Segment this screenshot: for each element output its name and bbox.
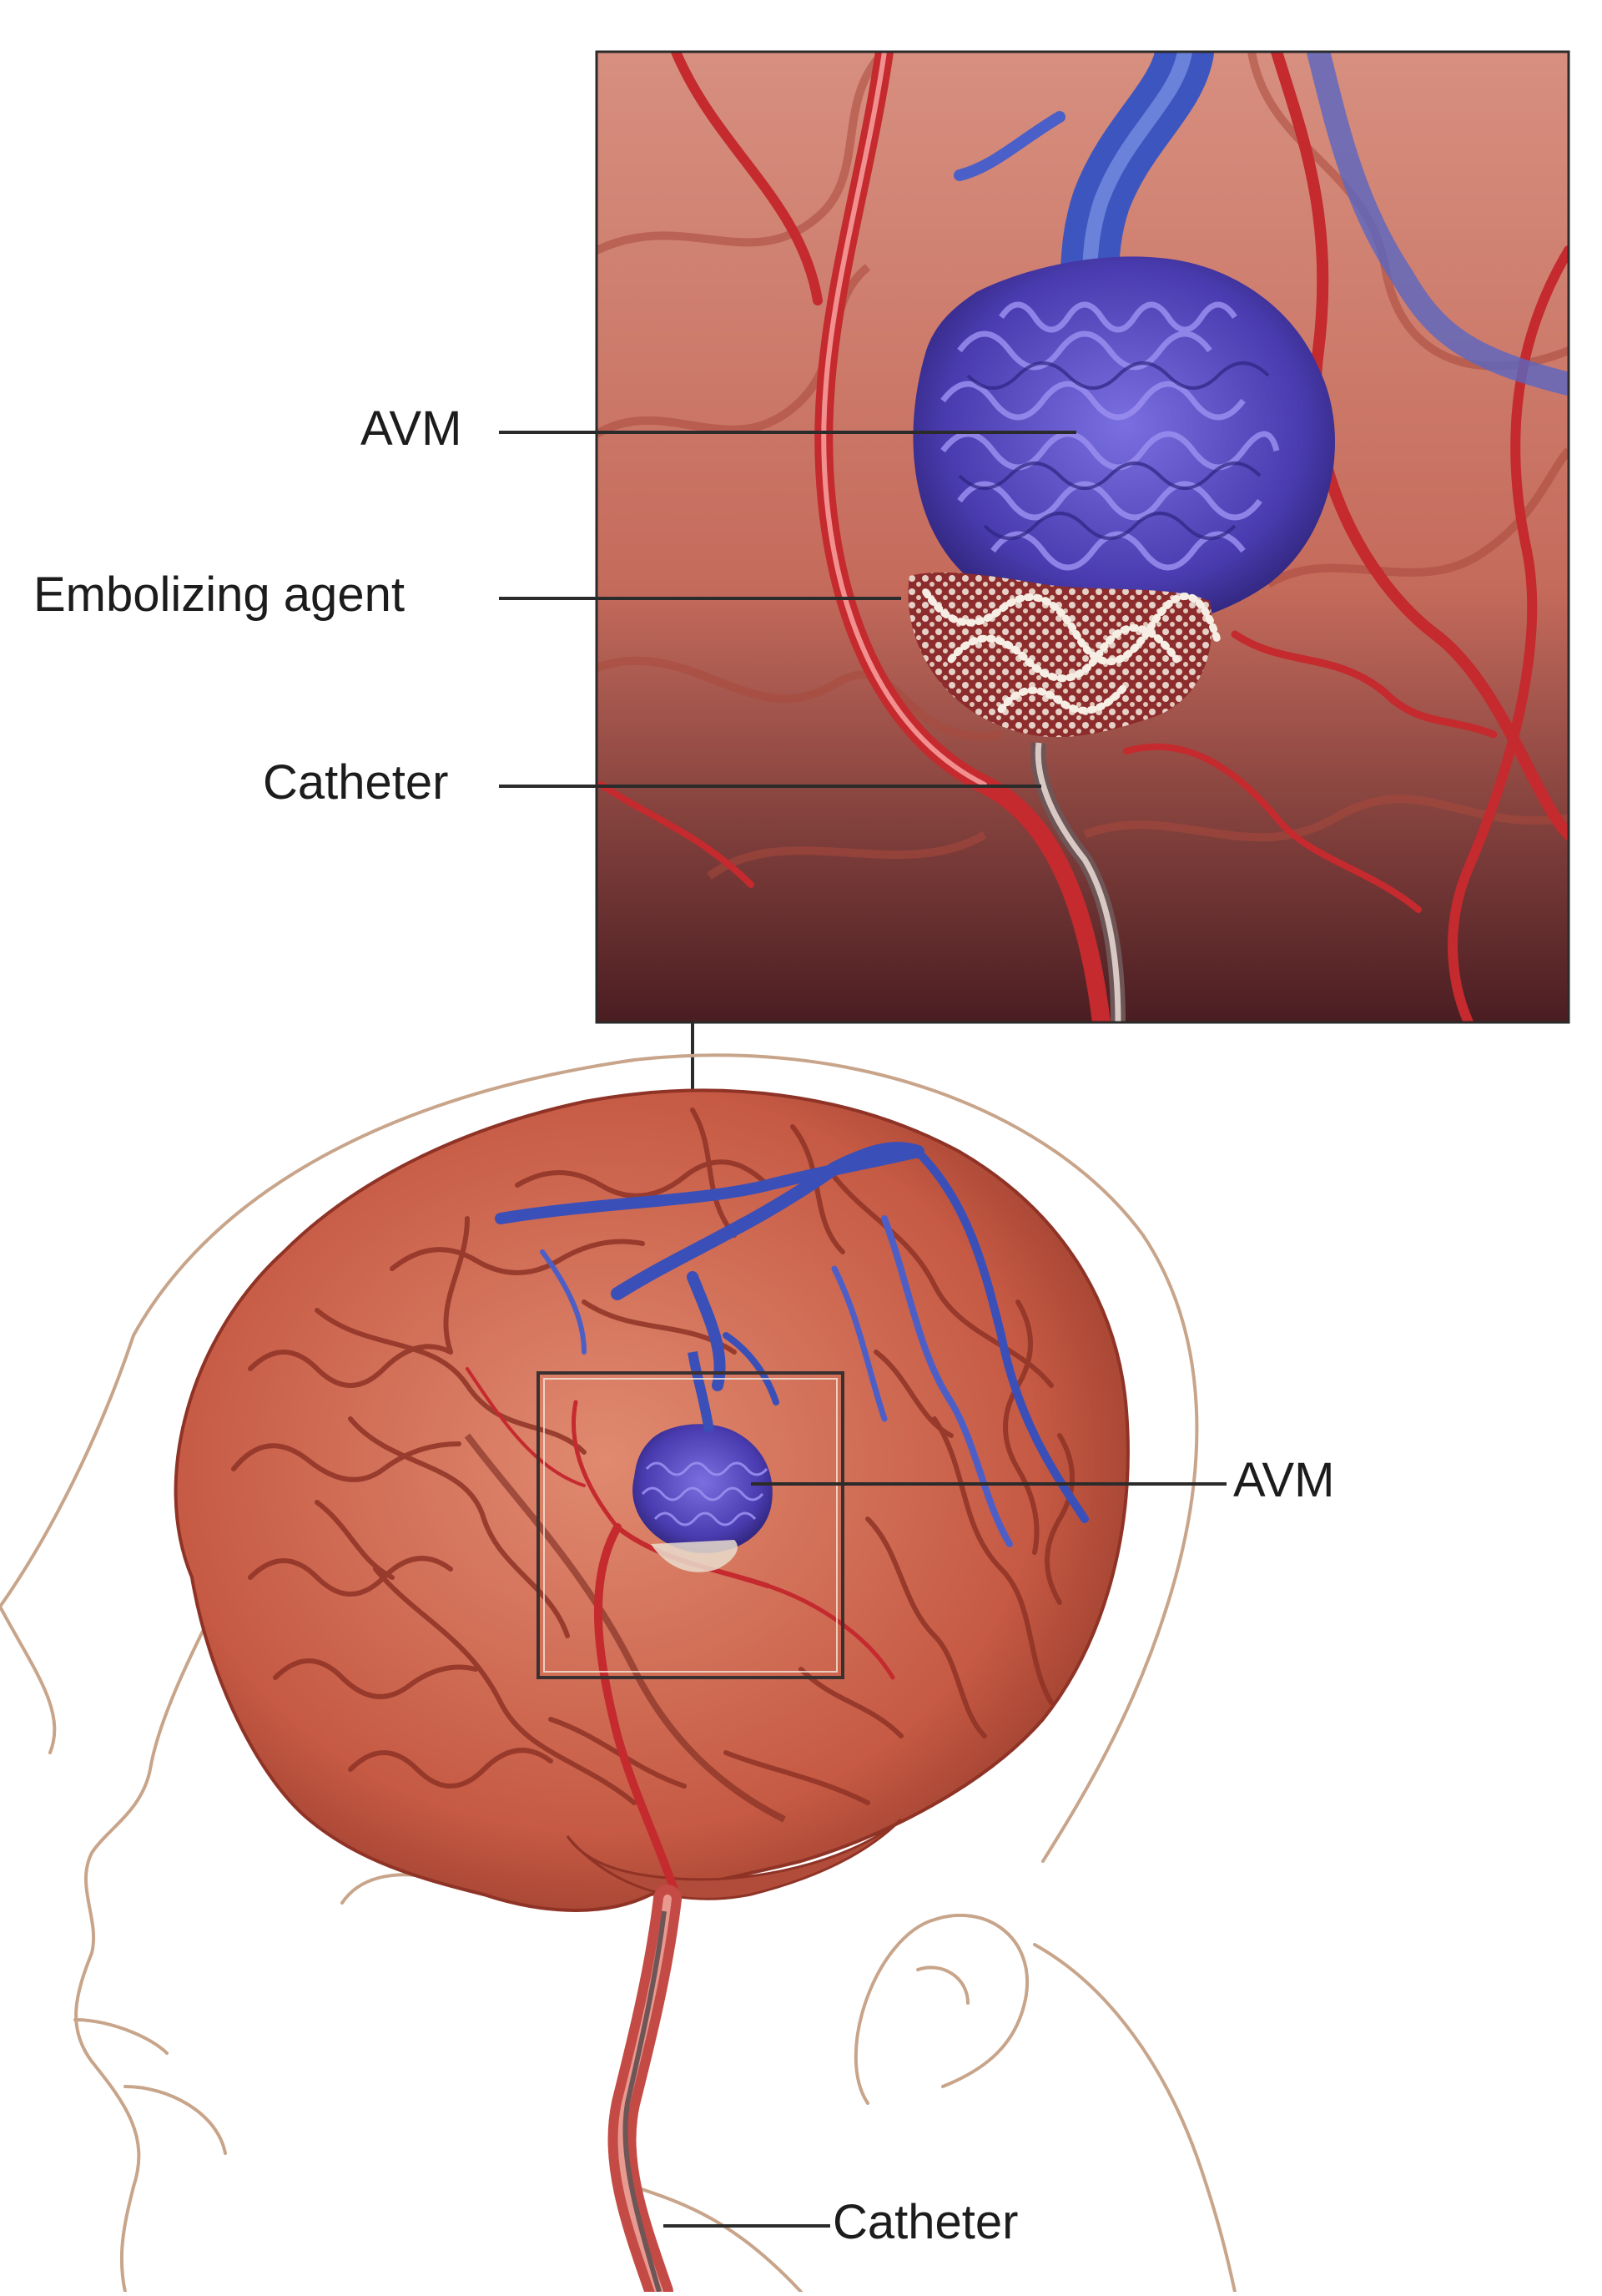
head-catheter	[622, 1910, 667, 2293]
inset-arteries	[597, 52, 1569, 1022]
label-inset-catheter: Catheter	[263, 755, 449, 810]
label-head-avm: AVM	[1233, 1453, 1335, 1507]
zoom-box	[537, 1371, 844, 1679]
label-inset-avm: AVM	[360, 401, 462, 456]
head-avm	[632, 1351, 773, 1572]
head-outline	[0, 1053, 1237, 2293]
label-inset-embolizing-agent: Embolizing agent	[33, 568, 405, 622]
inset-avm-nidus	[913, 256, 1335, 632]
leader-lines	[499, 431, 1227, 2228]
inset-catheter	[1030, 741, 1126, 1022]
label-head-catheter: Catheter	[833, 2195, 1019, 2249]
inset-view	[595, 50, 1570, 1024]
head-view	[0, 1053, 1237, 2296]
inset-embolizing-agent	[908, 572, 1222, 738]
inset-frame	[595, 50, 1570, 1024]
